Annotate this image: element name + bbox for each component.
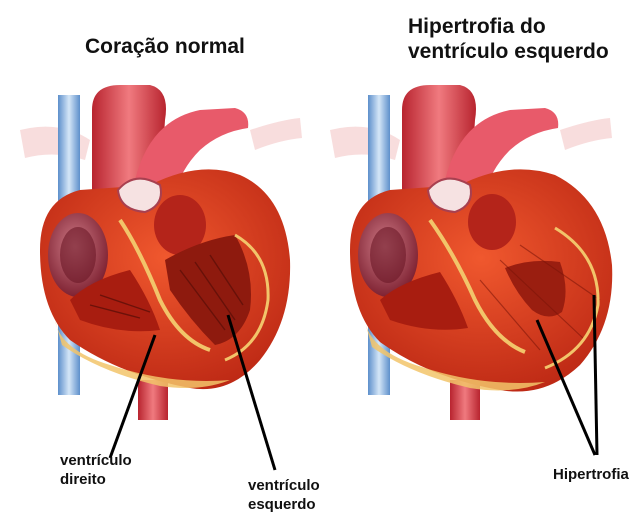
- label-left-ventricle: ventrículo esquerdo: [248, 477, 358, 515]
- title-normal-heart: Coração normal: [85, 34, 245, 59]
- title-hypertrophy: Hipertrofia do ventrículo esquerdo: [408, 14, 638, 64]
- normal-heart: [20, 85, 302, 420]
- hypertrophy-heart: [330, 85, 612, 420]
- label-right-ventricle: ventrículo direito: [60, 452, 170, 490]
- label-hypertrophy: Hipertrofia: [553, 466, 629, 485]
